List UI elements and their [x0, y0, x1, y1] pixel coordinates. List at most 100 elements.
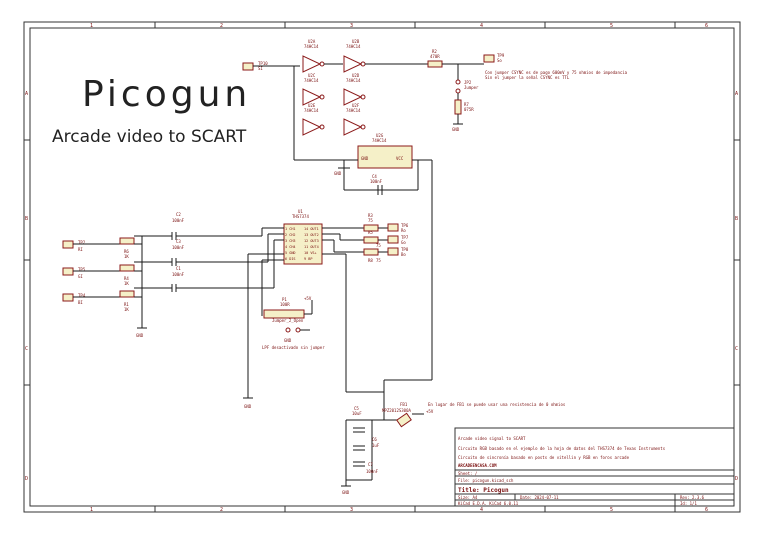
- pot-r6: [119, 237, 135, 245]
- tb-rev: Rev: 2.3.6: [680, 495, 705, 500]
- c3-val: 100nF: [172, 245, 185, 250]
- jumper-p1: [263, 309, 305, 319]
- tp9-pad: [483, 54, 495, 63]
- fb1-ref: FB1: [400, 402, 408, 407]
- u2d-ref: U2D: [352, 73, 360, 78]
- r1-ref: R1: [124, 302, 129, 307]
- r7-ref: R7: [464, 102, 469, 107]
- resistor-r2: [427, 60, 443, 68]
- tb-size: Size: A4: [458, 495, 478, 500]
- v5-label-fb1: +5V: [426, 409, 434, 414]
- u1-pin-gnd: 5 GND: [285, 251, 296, 255]
- u2a-ref: U2A: [308, 39, 316, 44]
- pot-r1: [119, 290, 135, 298]
- tp4-pad: [62, 293, 74, 302]
- tp10-pad: [242, 62, 254, 71]
- project-subtitle: Arcade video to SCART: [52, 127, 247, 147]
- row-mark-d-right: D: [735, 476, 738, 482]
- buffer-u2b: [343, 55, 363, 73]
- buffer-u2e: [302, 118, 322, 136]
- tb-kicad: KiCad E.D.A. KiCad 6.0.11: [458, 501, 519, 506]
- jp1-pad-a: [285, 327, 291, 333]
- u2g-vcc-pin: VCC: [396, 156, 404, 161]
- col-mark-5-bottom: 5: [610, 507, 613, 513]
- r6-ref: R6: [124, 249, 129, 254]
- col-mark-2-bottom: 2: [220, 507, 223, 513]
- output-channel-g: R5 75 TP7 Go: [322, 230, 409, 248]
- c1-val: 100nF: [172, 272, 185, 277]
- c4-ref: C4: [372, 174, 377, 179]
- col-mark-6: 6: [705, 23, 708, 29]
- u2a-val: 74HC14: [304, 44, 319, 49]
- r2-ref: R2: [432, 49, 437, 54]
- u2e-val: 74HC14: [304, 108, 319, 113]
- fb1-val: MPZ2012S300A: [382, 408, 411, 413]
- col-mark-1: 1: [90, 23, 93, 29]
- jp2-contact-a: [455, 79, 461, 85]
- r5-val: 75: [376, 243, 381, 248]
- u2e-ref: U2E: [308, 103, 316, 108]
- ferrite-fb1: [396, 412, 412, 428]
- tp7-net: Go: [401, 240, 406, 245]
- row-mark-b: B: [25, 216, 28, 222]
- column-ruler: 1 2 3 4 5 6 1 2 3 4 5 6: [90, 22, 708, 513]
- outer-frame: [23, 21, 741, 513]
- c5-ref: C5: [354, 406, 359, 411]
- u1-pin-out4: 11 OUT4: [304, 245, 319, 249]
- c1-ref: C1: [176, 266, 181, 271]
- r4-ref: R4: [124, 276, 129, 281]
- resistor-r8: [363, 248, 379, 256]
- c3-ref: C3: [176, 239, 181, 244]
- tp10-net: SI: [258, 66, 263, 71]
- gnd-label-r7: GND: [452, 127, 460, 132]
- u1-pin-ch1: 1 CH1: [285, 227, 296, 231]
- u2b-val: 74HC14: [346, 44, 361, 49]
- fb-note: En lugar de FB1 se puede usar una resist…: [428, 402, 566, 407]
- u1-pin-ch3: 3 CH3: [285, 239, 296, 243]
- tp2-pad: [62, 240, 74, 249]
- tb-desc-3: Circuito de sincronía basado en posts de…: [458, 455, 630, 460]
- output-channel-b: R8 75 TP8 Bo: [322, 239, 409, 263]
- tp8-net: Bo: [401, 252, 406, 257]
- tp5-pad: [62, 267, 74, 276]
- tp8-pad: [387, 247, 399, 256]
- tp5-net: GI: [78, 274, 83, 279]
- jp2-contact-b: [455, 88, 461, 94]
- u1-pin-out3: 12 OUT3: [304, 239, 319, 243]
- u1-val: THS7374: [292, 214, 309, 219]
- tp6-ref: TP6: [401, 223, 409, 228]
- ic-u2g: [357, 145, 413, 169]
- pot-r4: [119, 264, 135, 272]
- ic-u1: [283, 223, 323, 265]
- tb-date: Date: 2024-07-11: [520, 495, 559, 500]
- tb-desc-2: Circuito RGB basado en el ejemplo de la …: [458, 446, 666, 451]
- jp1-pad-b: [295, 327, 301, 333]
- u1-pin-out2: 13 OUT2: [304, 233, 319, 237]
- title-block: Arcade video signal to SCART Circuito RG…: [454, 427, 735, 507]
- u1-pin-out1: 14 OUT1: [304, 227, 319, 231]
- u1-pin-bp: 9 BP: [304, 257, 312, 261]
- tb-url: ARCADEENCASA.COM: [458, 463, 497, 468]
- c2-val: 100nF: [172, 218, 185, 223]
- u1-ref: U1: [298, 209, 303, 214]
- resistor-r7: [454, 99, 462, 115]
- row-mark-c: C: [25, 346, 28, 352]
- r4-val: 1K: [124, 281, 129, 286]
- col-mark-2: 2: [220, 23, 223, 29]
- r7-val: 075R: [464, 107, 474, 112]
- tp7-pad: [387, 235, 399, 244]
- lpf-note: LPF desactivado sin jumper: [262, 345, 325, 350]
- r2-val: 470R: [430, 54, 440, 59]
- p1-ref: P1: [282, 297, 287, 302]
- tb-file: File: picogun.kicad_sch: [458, 478, 514, 483]
- tp2-net: RI: [78, 247, 83, 252]
- csync-note-1: Con jumper CSYNC es de pago 600mV y 75 o…: [485, 70, 628, 75]
- input-channel-r: TP2 RI R6 1K C2 100nF: [62, 212, 284, 259]
- row-mark-c-right: C: [735, 346, 738, 352]
- tp9-net: So: [497, 58, 502, 63]
- col-mark-4: 4: [480, 23, 483, 29]
- c7-ref: C7: [368, 462, 373, 467]
- c6-val: 1uF: [372, 443, 380, 448]
- c7-val: 100nF: [366, 469, 379, 474]
- r6-val: 1K: [124, 254, 129, 259]
